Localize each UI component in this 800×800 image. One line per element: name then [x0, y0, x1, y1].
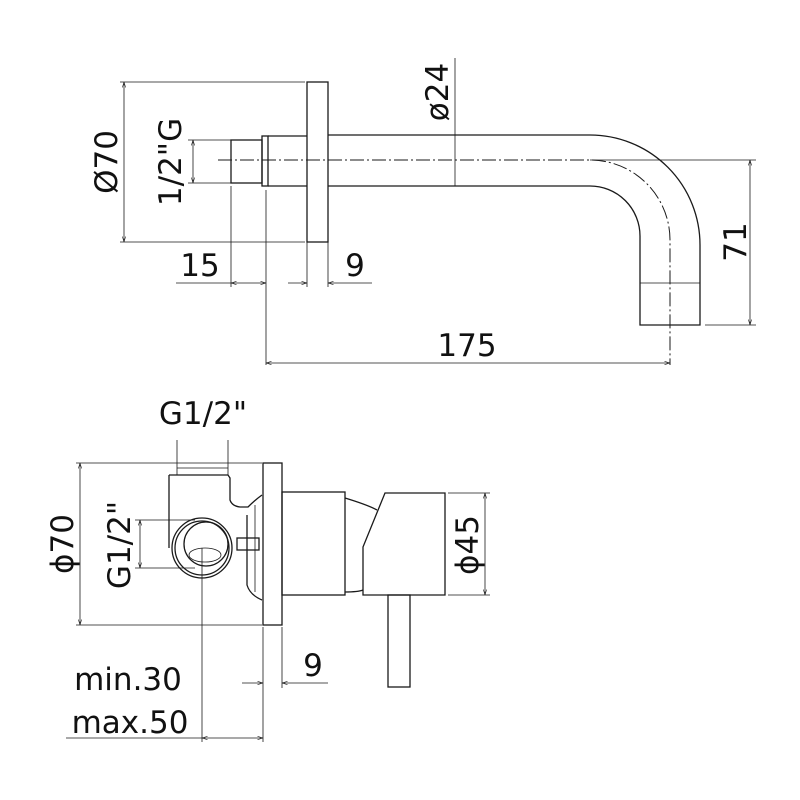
dim-thread-side: G1/2" — [102, 501, 138, 589]
mixer-side-view — [168, 462, 446, 742]
dim-mixer-flange-thickness: 9 — [303, 648, 323, 684]
dim-depth-min: min.30 — [74, 662, 182, 698]
spout-collar — [261, 135, 269, 187]
dim-flange-thickness: 9 — [345, 248, 365, 284]
mixer-knob — [362, 492, 446, 596]
mixer-lever — [387, 594, 411, 688]
mixer-dome — [344, 497, 378, 593]
dim-flange-diameter: Ø70 — [89, 130, 125, 194]
dim-depth-max: max.50 — [72, 705, 189, 741]
valve-body-side — [168, 475, 263, 601]
dim-thread-top: G1/2" — [159, 396, 247, 432]
top-dimensions: Ø70 1/2"G ø24 15 9 175 71 — [89, 58, 756, 365]
spout-flange — [306, 81, 329, 243]
dim-pipe-diameter: ø24 — [420, 63, 456, 121]
dim-mixer-flange-diameter: ϕ70 — [45, 514, 81, 574]
spout-pipe-rear — [268, 135, 307, 187]
spout-pipe — [328, 134, 701, 326]
dim-thread: 1/2"G — [153, 118, 189, 206]
spout-side-view — [218, 81, 701, 365]
mixer-flange — [262, 462, 283, 626]
inlet-inner-ring — [183, 521, 229, 567]
spout-thread — [230, 139, 263, 184]
bottom-dimensions: G1/2" ϕ70 G1/2" ϕ45 9 min.30 max.50 — [45, 396, 490, 742]
dim-drop-height: 71 — [718, 222, 754, 261]
mixer-body — [281, 491, 346, 596]
valve-body-top — [169, 474, 263, 508]
dim-handle-diameter: ϕ45 — [450, 515, 486, 575]
dim-thread-length: 15 — [180, 248, 219, 284]
mounting-pin — [236, 537, 260, 551]
spout-centerline — [218, 159, 671, 365]
dim-projection: 175 — [437, 328, 496, 364]
